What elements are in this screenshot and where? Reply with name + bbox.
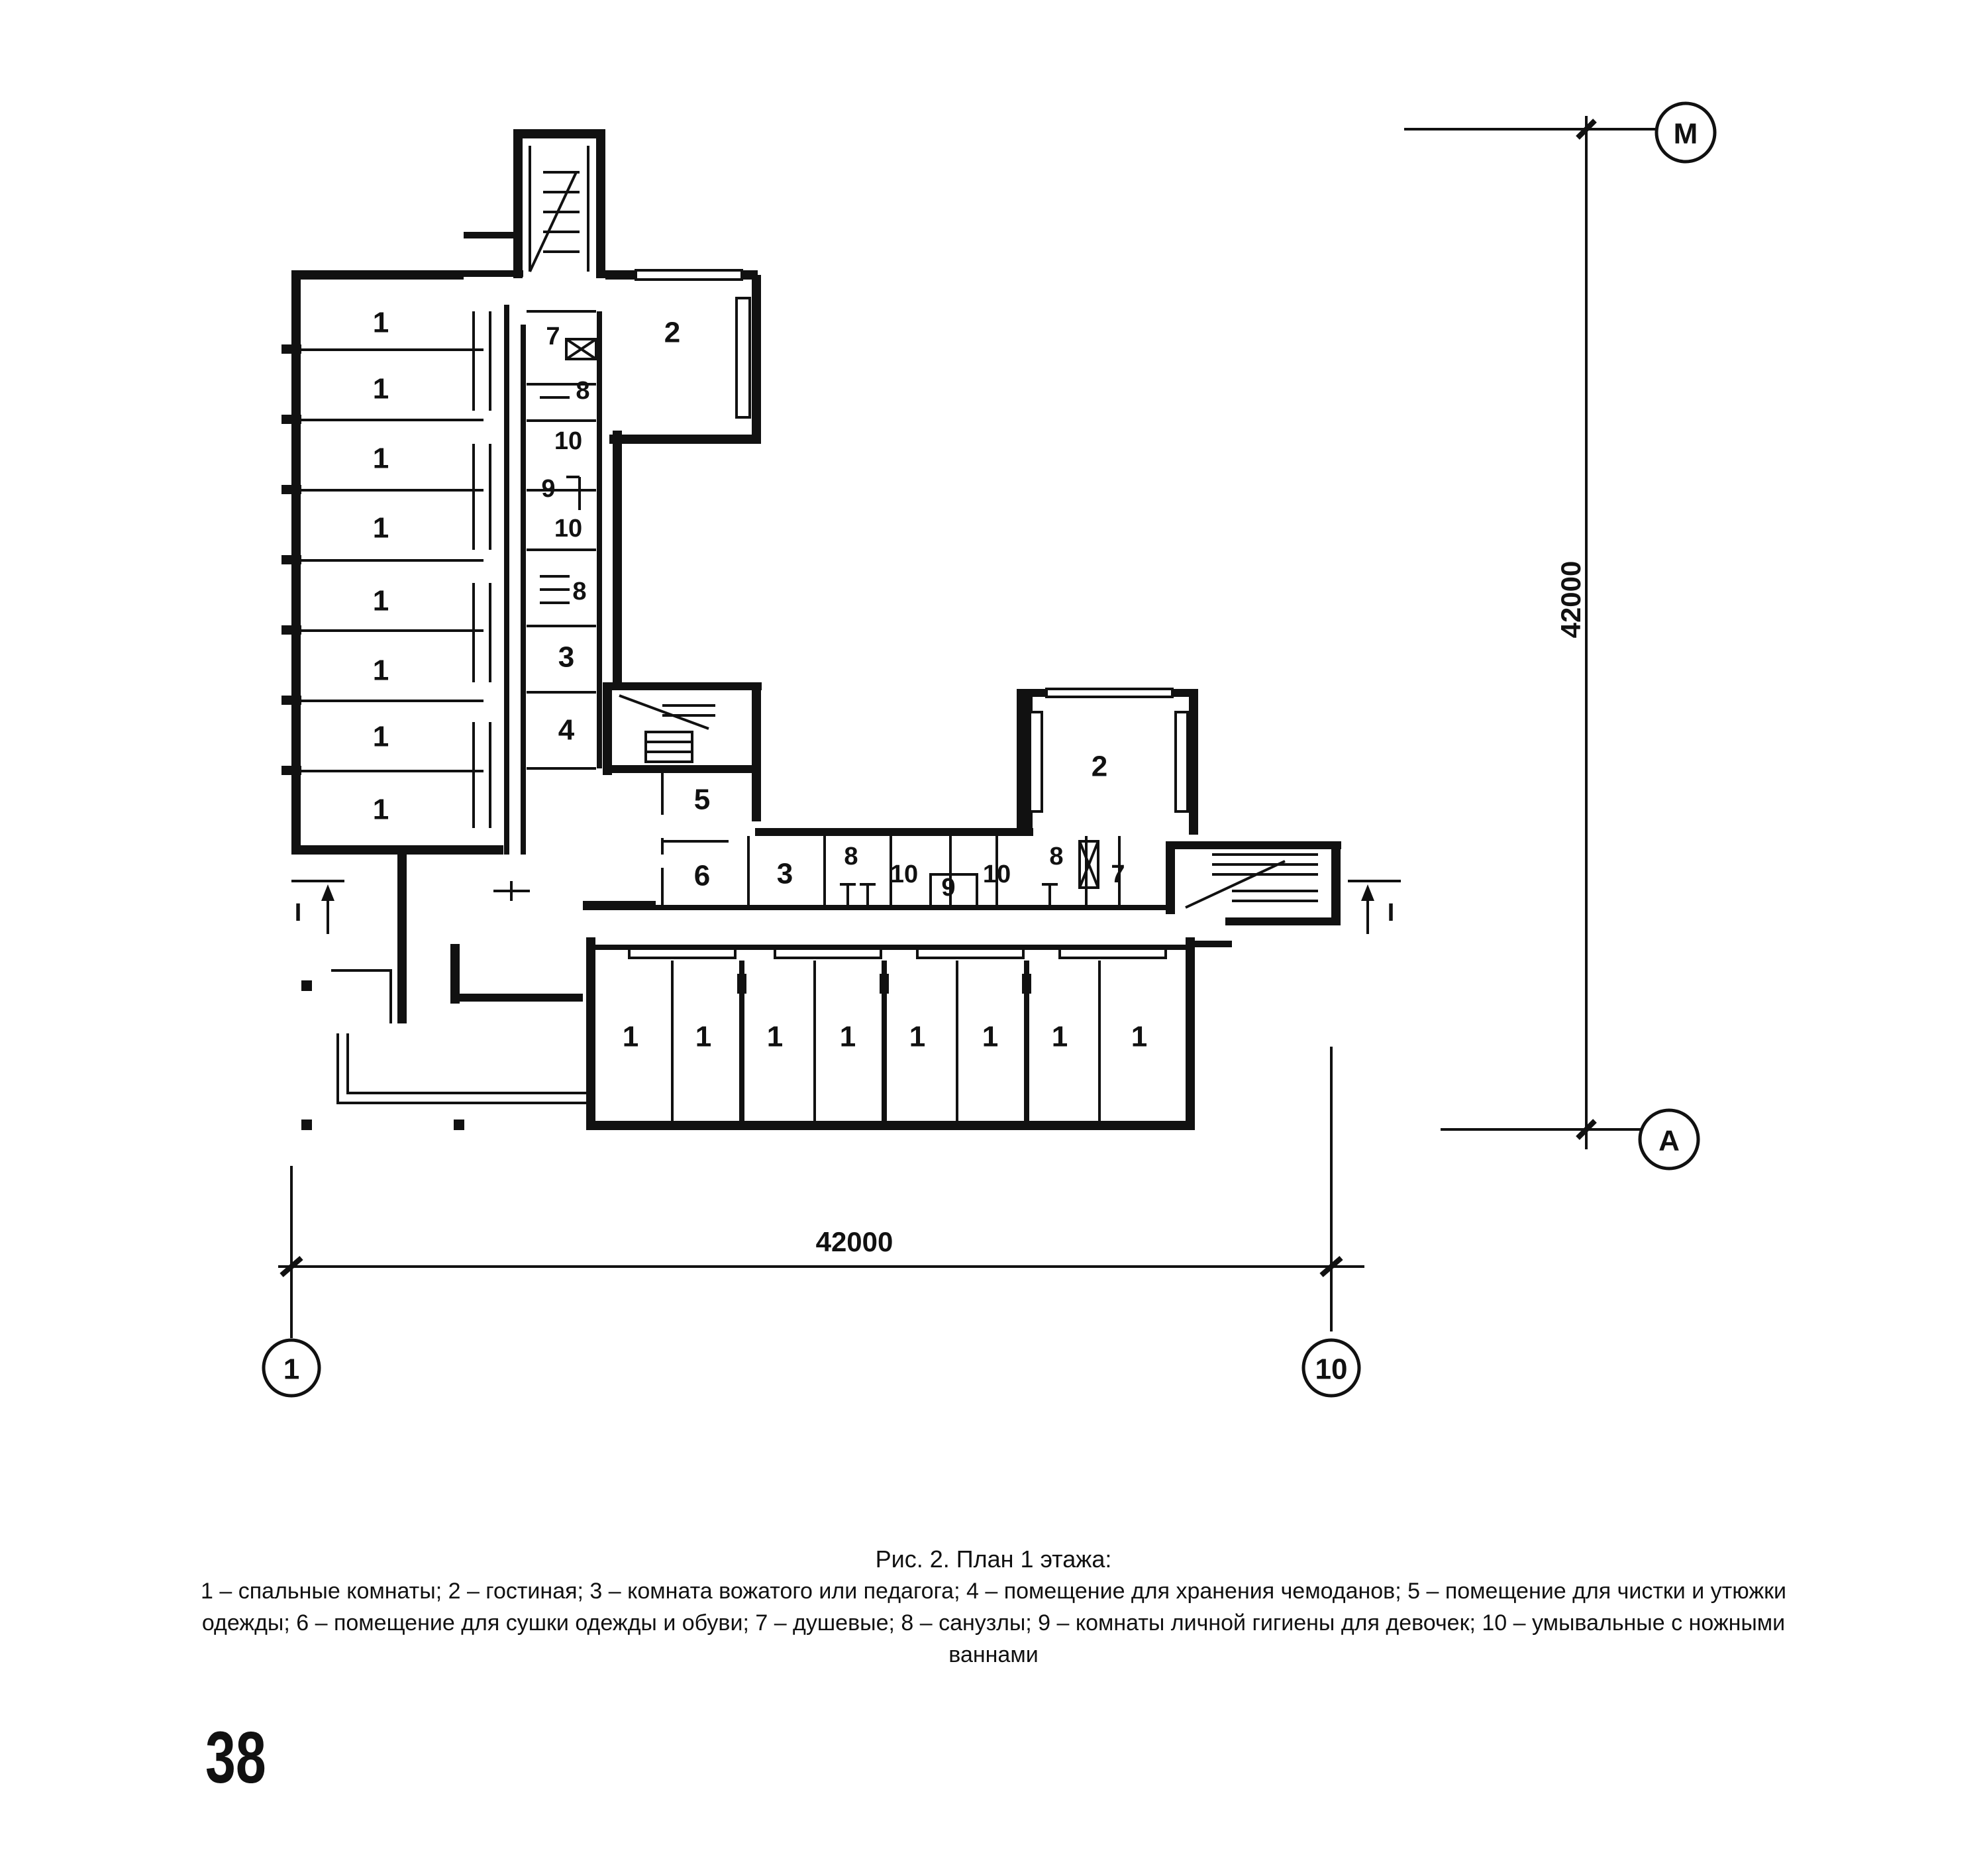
entrance-porch xyxy=(301,855,586,1130)
figure-caption: Рис. 2. План 1 этажа: 1 – спальные комна… xyxy=(199,1543,1788,1671)
room-label: 9 xyxy=(541,475,555,503)
axis-marker-a: А xyxy=(1638,1108,1700,1171)
room-label: 8 xyxy=(1049,843,1063,870)
room-label: 3 xyxy=(777,858,793,890)
room-label: 1 xyxy=(909,1021,925,1053)
central-band: 5 6 3 8 10 9 10 8 7 xyxy=(583,689,1166,910)
room-label: 10 xyxy=(554,427,582,455)
section-marker-west: I xyxy=(291,880,344,934)
room-label: 8 xyxy=(844,843,858,870)
room-label: 5 xyxy=(694,784,710,816)
page-number: 38 xyxy=(205,1717,266,1798)
east-lounge: 2 xyxy=(1017,688,1198,835)
dimension-label: 42000 xyxy=(816,1226,893,1257)
room-label: 10 xyxy=(554,515,582,543)
room-label: 2 xyxy=(664,317,680,349)
west-wing: 1 1 1 1 1 1 1 1 xyxy=(281,270,526,855)
north-lounge: 2 xyxy=(609,269,761,444)
room-label: 4 xyxy=(558,714,575,747)
room-label: 7 xyxy=(546,323,560,350)
section-marker-east: I xyxy=(1348,880,1401,934)
room-label: 2 xyxy=(1092,751,1107,783)
dimension-label: 42000 xyxy=(1555,561,1586,639)
room-label: 10 xyxy=(890,860,918,888)
room-label: 1 xyxy=(1131,1021,1147,1053)
room-label: 1 xyxy=(767,1021,783,1053)
room-label: 3 xyxy=(558,641,574,674)
room-label: 1 xyxy=(373,373,389,405)
svg-text:10: 10 xyxy=(1315,1353,1348,1386)
room-label: 1 xyxy=(373,512,389,545)
room-label: 1 xyxy=(1052,1021,1068,1053)
svg-text:А: А xyxy=(1658,1125,1680,1157)
caption-legend: 1 – спальные комнаты; 2 – гостиная; 3 – … xyxy=(201,1579,1786,1667)
room-label: 1 xyxy=(373,654,389,687)
room-label: 10 xyxy=(983,860,1011,888)
room-label: 1 xyxy=(373,585,389,617)
room-label: 1 xyxy=(695,1021,711,1053)
room-label: 1 xyxy=(623,1021,638,1053)
room-label: 8 xyxy=(572,578,586,605)
room-label: 1 xyxy=(373,307,389,339)
axis-marker-10: 10 xyxy=(1301,1338,1361,1398)
south-wing: 1 1 1 1 1 1 1 1 xyxy=(586,937,1195,1130)
svg-text:I: I xyxy=(1388,899,1395,927)
room-label: 1 xyxy=(373,794,389,826)
room-label: 9 xyxy=(941,874,955,902)
central-core: 7 8 10 9 10 8 3 4 xyxy=(527,270,758,770)
north-stair xyxy=(464,129,605,278)
middle-stair xyxy=(603,682,762,821)
horizontal-dimension: 42000 xyxy=(278,1047,1364,1331)
svg-text:1: 1 xyxy=(283,1353,299,1386)
room-label: 1 xyxy=(840,1021,856,1053)
svg-text:I: I xyxy=(295,899,302,927)
room-label: 1 xyxy=(982,1021,998,1053)
room-label: 8 xyxy=(576,377,589,405)
vertical-dimension: 42000 xyxy=(1404,116,1656,1149)
axis-marker-m: М xyxy=(1655,101,1717,164)
svg-text:М: М xyxy=(1674,118,1698,150)
room-label: 1 xyxy=(373,443,389,475)
axis-marker-1: 1 xyxy=(262,1331,321,1398)
caption-title: Рис. 2. План 1 этажа: xyxy=(875,1545,1112,1573)
east-stair xyxy=(1166,841,1341,947)
room-label: 6 xyxy=(694,860,710,892)
room-label: 7 xyxy=(1111,860,1125,888)
room-label: 1 xyxy=(373,721,389,753)
